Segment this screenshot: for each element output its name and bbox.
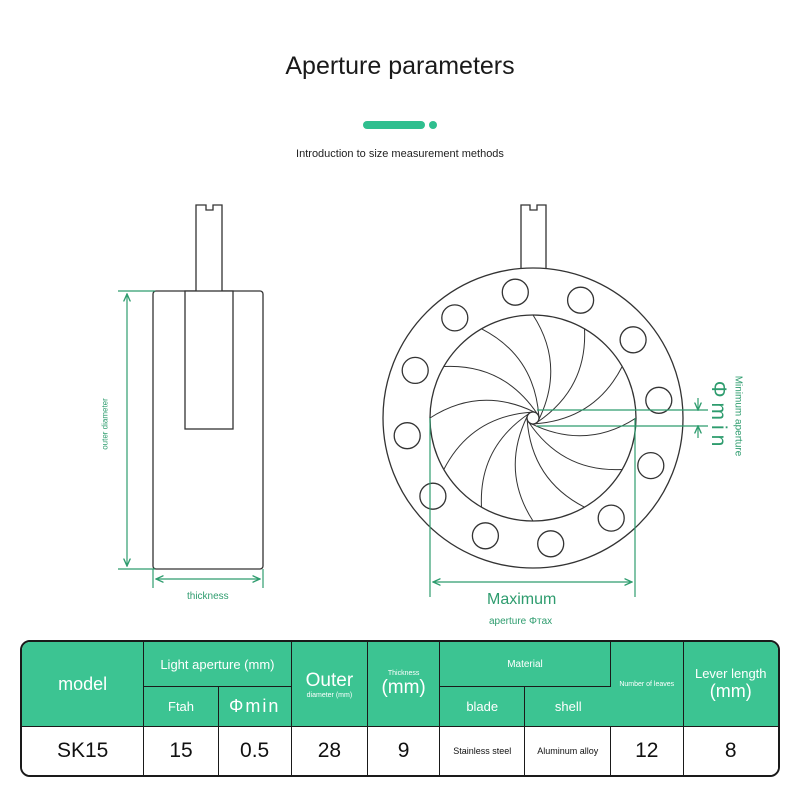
min-aperture-label: Minimum aperture [732,375,744,457]
spec-table: model Light aperture (mm) Outer diameter… [20,640,780,777]
header-model: model [22,642,145,727]
cell-blade: Stainless steel [439,727,526,775]
header-lever-length: Lever length (mm) [683,642,778,727]
mounting-hole [441,304,469,332]
mounting-hole [637,451,665,480]
cell-lever: 8 [683,727,778,775]
front-lever [520,204,547,270]
outer-diameter-label: outer diameter [100,398,110,450]
iris-blades [429,314,637,522]
header-lever-title: Lever length [694,666,767,681]
cell-ftah: 15 [144,727,219,775]
mounting-hole [393,422,421,450]
header-leaves: Number of leaves [611,642,684,727]
page-title: Aperture parameters [285,52,515,80]
accent-dot [429,121,437,129]
header-ftah: Ftah [144,687,219,727]
iris-blade [530,417,637,437]
cell-phimin: 0.5 [218,727,292,775]
front-dimensions [429,398,708,597]
min-aperture-symbol: Φmin [707,380,730,452]
mounting-hole [501,278,529,306]
header-outer-title: Outer [305,669,354,691]
header-blade: blade [439,687,526,727]
header-material: Material [439,642,611,687]
header-thickness-unit: (mm) [381,676,426,698]
iris-blade [480,413,530,508]
aperture-diagram [118,204,708,597]
mounting-hole [419,482,447,510]
thickness-label: thickness [187,591,229,602]
min-aperture-opening [526,411,540,425]
iris-blade [532,314,552,421]
header-thickness-title: Thickness [387,669,420,677]
iris-blade [443,365,538,415]
header-shell: shell [525,687,611,727]
iris-blade [526,419,585,508]
mounting-holes [393,278,673,558]
cell-thickness: 9 [368,727,440,775]
header-thickness: Thickness (mm) [368,642,440,727]
mounting-hole [619,326,647,354]
side-dimensions [118,290,264,588]
cell-leaves: 12 [611,727,684,775]
mounting-hole [401,356,429,385]
mounting-hole [537,530,565,558]
iris-blade [481,328,540,417]
side-slot [184,290,234,430]
iris-blade [528,421,623,471]
cell-model: SK15 [22,727,145,775]
outer-ring [382,267,684,569]
mounting-hole [471,522,500,550]
header-lever-unit: (mm) [709,681,752,701]
header-outer-diameter: Outer diameter (mm) [291,642,369,727]
mounting-hole [566,286,595,314]
cell-shell: Aluminum alloy [525,727,611,775]
header-light-aperture: Light aperture (mm) [144,642,292,687]
iris-blade [534,366,623,425]
iris-blade [536,328,586,423]
page-subtitle: Introduction to size measurement methods [296,148,504,160]
front-view [382,204,684,569]
accent-bar [363,121,425,129]
mounting-hole [645,386,673,414]
header-outer-subtitle: diameter (mm) [306,691,353,699]
header-phimin: Φmin [218,687,292,727]
iris-blade [443,411,532,470]
mounting-hole [597,504,625,532]
iris-blade [429,399,536,419]
side-view [152,204,264,570]
max-aperture-label: aperture Φтax [489,616,553,627]
iris-blade [514,415,534,522]
cell-outer: 28 [291,727,369,775]
max-aperture-title: Maximum [487,591,557,608]
